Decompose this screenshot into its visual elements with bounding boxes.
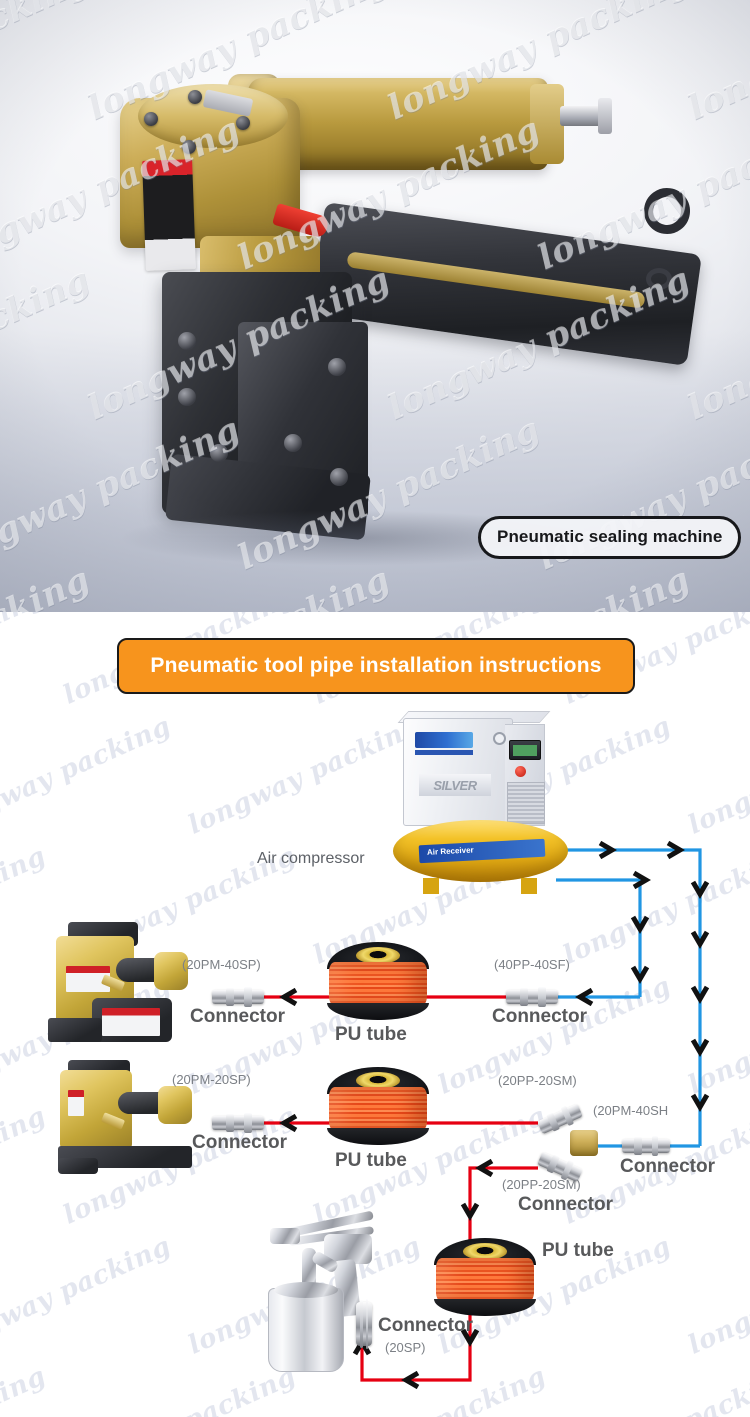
row2-pu-tube-spool	[327, 1067, 429, 1145]
air-compressor-label: Air compressor	[257, 850, 365, 867]
row2-far-connector-label: Connector	[620, 1156, 715, 1177]
coil-nailer-image	[30, 922, 190, 1042]
row2-branch-connector-label: Connector	[518, 1194, 613, 1215]
row3-connector-icon	[356, 1299, 372, 1349]
photo-caption: Pneumatic sealing machine	[478, 516, 742, 559]
row2-brass-y-splitter-icon	[570, 1130, 598, 1156]
row3-connector-code: (20SP)	[385, 1340, 426, 1355]
row2-branch-connector-code: (20PP-20SM)	[502, 1177, 581, 1192]
spray-gun-image	[262, 1210, 392, 1382]
row1-left-connector-icon	[212, 987, 264, 1007]
diagram-title: Pneumatic tool pipe installation instruc…	[117, 638, 635, 694]
row1-left-connector-label: Connector	[190, 1006, 285, 1027]
row1-right-connector-label: Connector	[492, 1006, 587, 1027]
row2-left-connector-icon	[212, 1113, 264, 1133]
row1-pu-tube-spool	[327, 942, 429, 1020]
row3-pu-tube-spool	[434, 1238, 536, 1316]
row1-pu-tube-label: PU tube	[335, 1024, 407, 1045]
row2-right-connector-code: (20PP-20SM)	[498, 1073, 577, 1088]
row2-far-connector-icon	[622, 1136, 670, 1156]
row3-connector-label: Connector	[378, 1315, 473, 1336]
row1-right-connector-code: (40PP-40SF)	[494, 957, 570, 972]
air-compressor-image: SILVER Air Receiver	[393, 711, 568, 898]
row1-left-connector-code: (20PM-40SP)	[182, 957, 261, 972]
row2-pu-tube-label: PU tube	[335, 1150, 407, 1171]
row2-far-connector-code: (20PM-40SH	[593, 1103, 669, 1118]
row3-pu-tube-label: PU tube	[542, 1240, 614, 1261]
photo-backdrop	[0, 330, 750, 612]
row1-right-connector-icon	[506, 987, 558, 1007]
row2-left-connector-code: (20PM-20SP)	[172, 1072, 251, 1087]
brad-nailer-image	[28, 1060, 198, 1174]
photo-vignette	[0, 0, 750, 612]
row2-left-connector-label: Connector	[192, 1132, 287, 1153]
